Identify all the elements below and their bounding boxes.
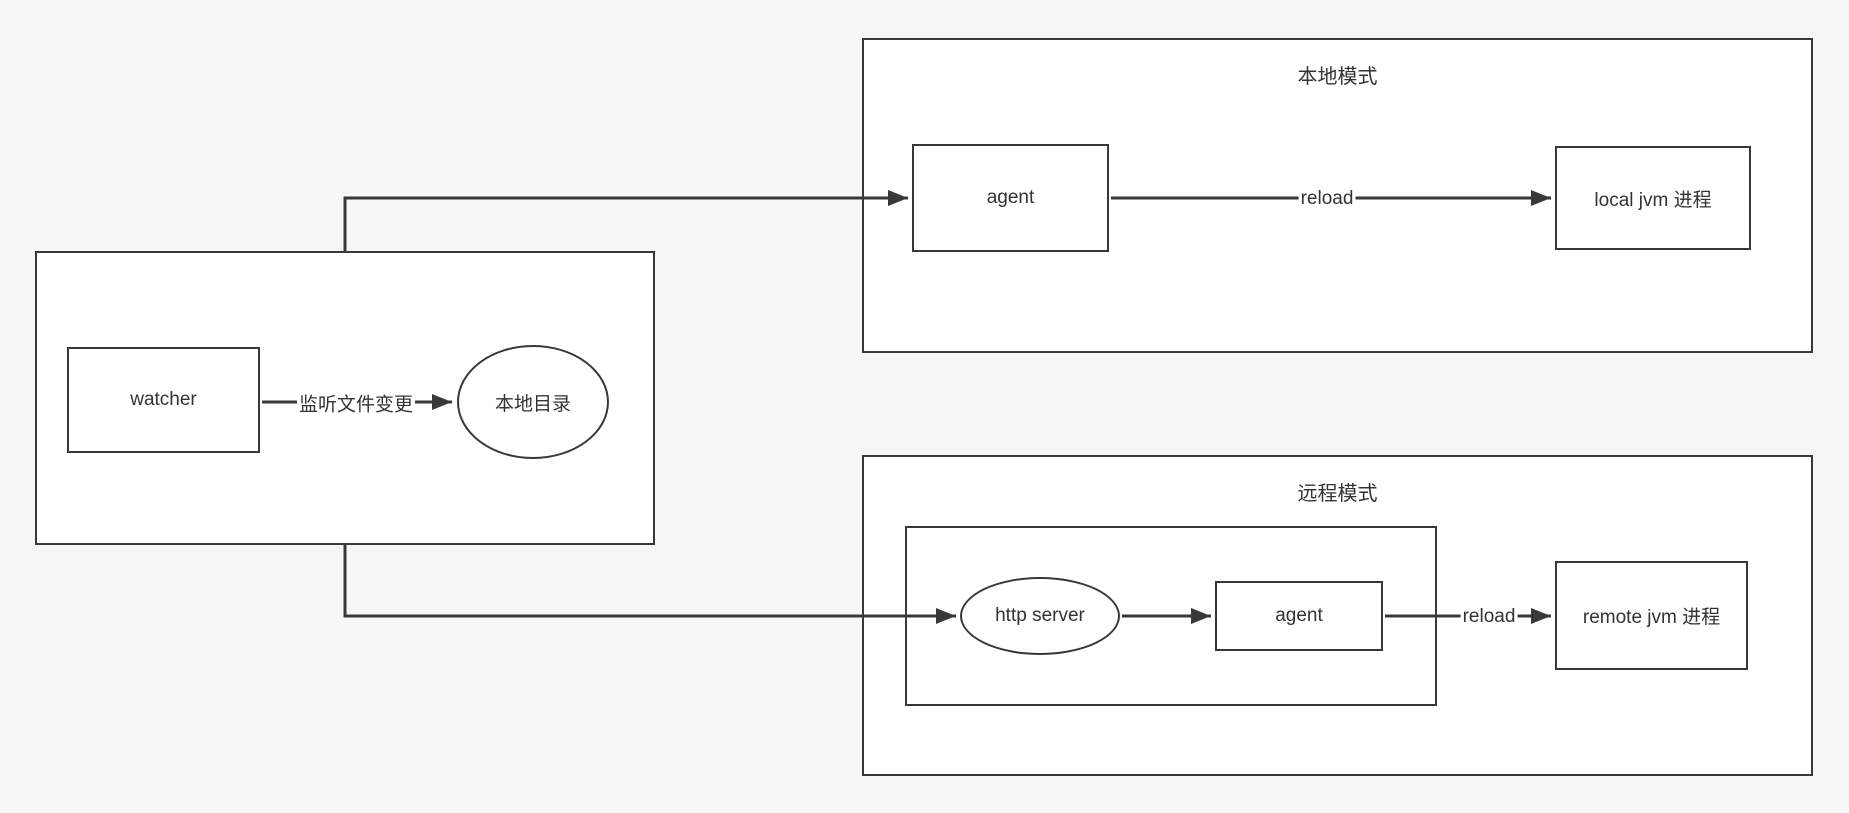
local-agent-node: agent [912,144,1109,252]
local-jvm-label: local jvm 进程 [1594,189,1712,211]
remote-mode-title: 远程模式 [1297,483,1378,505]
remote-jvm-node: remote jvm 进程 [1555,561,1748,670]
local-dir-ellipse: 本地目录 [457,345,609,459]
remote-agent-label: agent [1275,605,1323,626]
remote-agent-node: agent [1215,581,1383,651]
remote-jvm-label: remote jvm 进程 [1582,607,1721,628]
http-server-ellipse: http server [960,577,1120,655]
local-jvm-node: local jvm 进程 [1555,146,1751,250]
watch-edge-label: 监听文件变更 [296,389,416,417]
watcher-node-label: watcher [130,389,197,410]
http-server-label: http server [995,605,1085,626]
local-dir-label: 本地目录 [494,393,571,415]
local-agent-label: agent [986,187,1035,208]
local-mode-title: 本地模式 [1297,66,1378,88]
watcher-node: watcher [67,347,260,453]
local-reload-edge-label: reload [1298,188,1356,210]
edge-watcher-group-to-local-agent [343,190,908,251]
remote-reload-edge-label: reload [1460,606,1518,628]
